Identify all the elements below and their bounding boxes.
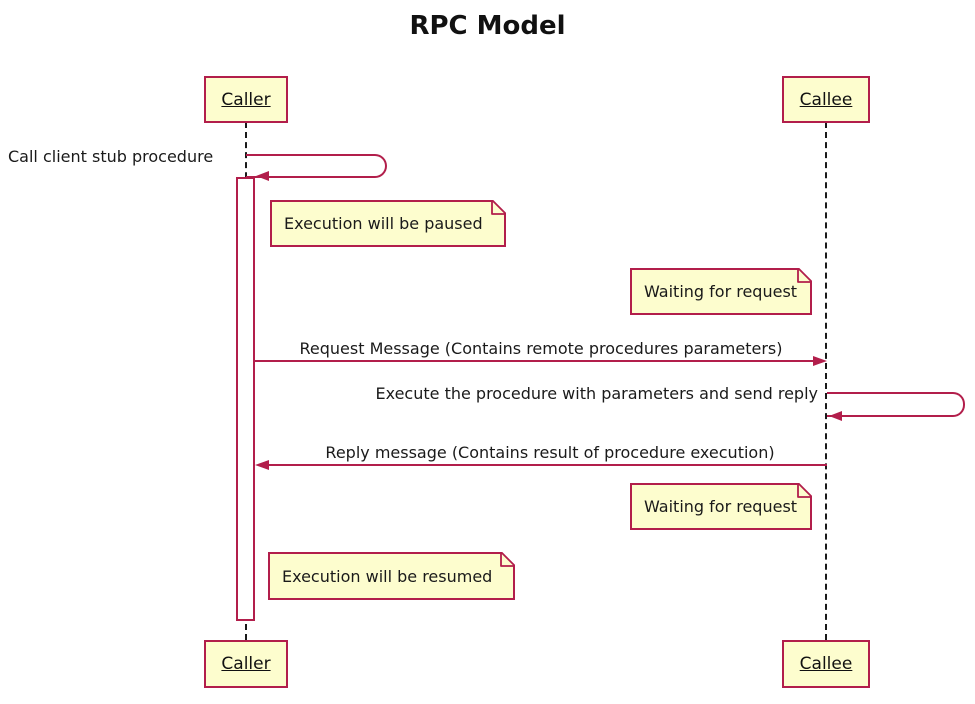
- note-text: Execution will be resumed: [282, 566, 493, 586]
- self-message-caller-arrowhead: [256, 171, 269, 181]
- participant-label: Callee: [799, 654, 853, 674]
- note-text: Waiting for request: [644, 497, 798, 516]
- self-message-callee-arrowhead: [829, 411, 842, 421]
- participant-caller-bottom: Caller: [204, 640, 288, 688]
- note-text: Waiting for request: [644, 282, 798, 301]
- participant-label: Caller: [221, 654, 271, 674]
- reply-message-label: Reply message (Contains result of proced…: [325, 443, 775, 462]
- request-message-arrowhead: [813, 356, 827, 366]
- note-fold-icon: [797, 483, 812, 498]
- self-message-caller-label: Call client stub procedure: [8, 147, 214, 166]
- self-message-callee-loop: [827, 392, 965, 417]
- self-message-callee-label: Execute the procedure with parameters an…: [375, 384, 819, 403]
- request-message-label: Request Message (Contains remote procedu…: [299, 339, 783, 358]
- request-message-line: [255, 360, 814, 362]
- note-execution-resumed: Execution will be resumed: [268, 552, 515, 600]
- note-waiting-request-2: Waiting for request: [630, 483, 812, 530]
- note-waiting-request-1: Waiting for request: [630, 268, 812, 315]
- participant-callee-bottom: Callee: [782, 640, 870, 688]
- reply-message-line: [267, 464, 827, 466]
- participant-callee-top: Callee: [782, 76, 870, 123]
- note-text: Execution will be paused: [284, 214, 483, 233]
- diagram-title: RPC Model: [409, 11, 566, 41]
- participant-label: Callee: [799, 89, 853, 110]
- participant-label: Caller: [221, 89, 271, 110]
- note-fold-icon: [797, 268, 812, 283]
- note-fold-icon: [500, 552, 515, 567]
- note-execution-paused: Execution will be paused: [270, 200, 506, 247]
- self-message-caller-loop: [246, 154, 387, 178]
- note-fold-icon: [491, 200, 506, 215]
- activation-bar-caller: [236, 177, 255, 621]
- lifeline-callee: [825, 122, 827, 640]
- reply-message-arrowhead: [255, 460, 269, 470]
- participant-caller-top: Caller: [204, 76, 288, 123]
